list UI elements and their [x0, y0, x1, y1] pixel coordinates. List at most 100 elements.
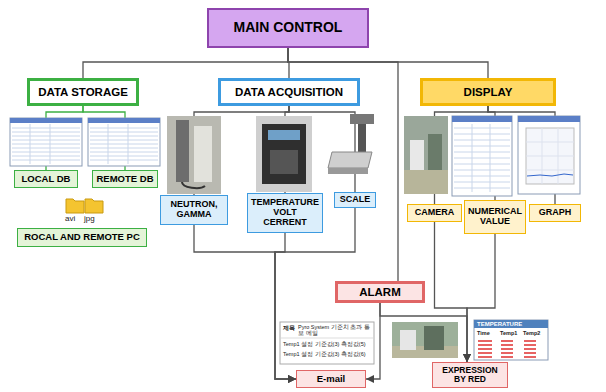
- neutron-detector-photo-part: [176, 120, 189, 182]
- remote-db-screenshot-part: [88, 118, 160, 166]
- lab-photo: [392, 322, 458, 358]
- text-group: DISPLAY: [464, 86, 513, 99]
- file-type-label: jpg: [84, 215, 95, 224]
- item-box: GRAPH: [529, 204, 581, 222]
- file-type-label: avi: [65, 215, 75, 224]
- camera-photo: [404, 116, 448, 194]
- text-group: REMOTE DB: [97, 174, 154, 184]
- table-title: TEMPERATURE: [477, 321, 522, 328]
- text-group: ROCAL AND REMOTE PC: [24, 232, 140, 242]
- main-control-box: MAIN CONTROL: [207, 8, 369, 48]
- item-box: NUMERICAL VALUE: [464, 200, 526, 234]
- text-group: EXPRESSION BY RED: [436, 366, 504, 385]
- box-label: DATA ACQUISITION: [235, 86, 343, 99]
- text-group: SCALE: [340, 195, 371, 205]
- item-box: REMOTE DB: [92, 170, 158, 188]
- text-group: MAIN CONTROL: [234, 20, 343, 35]
- email-screenshot: [280, 322, 374, 364]
- scale-picture-part: [328, 152, 372, 168]
- item-box: EXPRESSION BY RED: [432, 362, 508, 388]
- temperature-device-photo: [256, 116, 312, 192]
- category-box: DATA STORAGE: [27, 78, 139, 106]
- table-header: Temp1: [500, 330, 517, 336]
- email-field-name: 제목: [283, 325, 295, 331]
- numerical-table-screenshot: [452, 116, 512, 196]
- box-label: TEMPERATURE VOLT CERRENT: [251, 198, 319, 228]
- neutron-detector-photo: [167, 116, 221, 194]
- box-label: SCALE: [340, 195, 371, 205]
- local-db-screenshot-part: [10, 118, 82, 166]
- email-subject: Pyro System 기준치 초과 통보 메일: [298, 324, 372, 336]
- item-box: TEMPERATURE VOLT CERRENT: [247, 193, 323, 233]
- box-label: ALARM: [359, 286, 401, 299]
- graph-screenshot-part: [518, 116, 580, 122]
- box-label: GRAPH: [539, 208, 572, 218]
- box-label: DATA STORAGE: [38, 86, 128, 99]
- email-screenshot-part: [280, 322, 374, 364]
- category-box: DISPLAY: [420, 78, 556, 106]
- box-label: NUMERICAL VALUE: [468, 207, 522, 227]
- text-group: LOCAL DB: [22, 174, 71, 184]
- camera-photo-part: [428, 134, 442, 170]
- graph-screenshot-part: [527, 174, 573, 176]
- remote-db-screenshot-part: [90, 124, 158, 164]
- email-screenshot-part: [281, 338, 373, 339]
- item-box: SCALE: [334, 192, 376, 208]
- neutron-detector-photo-part: [167, 116, 221, 194]
- email-body-line: Temp1 설정 기준값(3) 측정값(6): [283, 351, 372, 357]
- scale-picture-part: [358, 124, 366, 154]
- camera-photo-part: [404, 116, 448, 194]
- alarm-box: ALARM: [335, 281, 425, 303]
- text-group: GRAPH: [539, 208, 572, 218]
- box-label: REMOTE DB: [97, 174, 154, 184]
- text-group: DATA STORAGE: [38, 86, 128, 99]
- temperature-table-screenshot-part: [478, 341, 536, 357]
- local-db-screenshot: [10, 118, 82, 166]
- folder-icon-part: [66, 199, 84, 213]
- item-box: CAMERA: [407, 204, 462, 222]
- text-group: E-mail: [317, 374, 346, 384]
- lab-photo-part: [424, 326, 444, 350]
- scale-picture-part: [350, 114, 374, 124]
- graph-screenshot: [518, 116, 580, 194]
- box-label: EXPRESSION BY RED: [436, 366, 504, 385]
- box-label: ROCAL AND REMOTE PC: [24, 232, 140, 242]
- connector: [83, 48, 288, 78]
- local-db-screenshot-part: [12, 124, 80, 164]
- neutron-detector-photo-part: [182, 182, 205, 188]
- email-body-line: Temp1 설정 기준값(3) 측정값(5): [283, 341, 372, 347]
- item-box: ROCAL AND REMOTE PC: [17, 228, 147, 247]
- temperature-device-photo-part: [268, 130, 300, 140]
- scale-picture: [328, 114, 374, 174]
- lab-photo-part: [400, 330, 416, 350]
- temperature-device-photo-part: [256, 116, 312, 192]
- text-group: ALARM: [359, 286, 401, 299]
- camera-photo-part: [410, 140, 424, 170]
- folder-icon-part: [85, 199, 103, 213]
- lab-photo-part: [392, 322, 458, 358]
- text-group: NUMERICAL VALUE: [468, 207, 522, 227]
- text-group: NEUTRON, GAMMA: [164, 200, 224, 220]
- box-label: MAIN CONTROL: [234, 20, 343, 35]
- box-label: E-mail: [317, 374, 346, 384]
- item-box: E-mail: [296, 370, 366, 388]
- text-group: TEMPERATURE VOLT CERRENT: [251, 198, 319, 228]
- temperature-table-screenshot-part: [474, 320, 548, 328]
- numerical-table-screenshot-part: [452, 116, 512, 122]
- temperature-table-screenshot: [474, 320, 548, 360]
- box-label: DISPLAY: [464, 86, 513, 99]
- text-group: CAMERA: [415, 208, 455, 218]
- numerical-table-screenshot-part: [452, 116, 512, 196]
- folder-icon: [66, 199, 103, 213]
- scale-picture-part: [328, 168, 368, 174]
- box-label: CAMERA: [415, 208, 455, 218]
- temperature-device-photo-part: [262, 124, 306, 184]
- remote-db-screenshot-part: [88, 118, 160, 123]
- item-box: NEUTRON, GAMMA: [160, 195, 228, 225]
- graph-screenshot-part: [518, 116, 580, 194]
- temperature-device-photo-part: [270, 150, 298, 174]
- temperature-table-screenshot-part: [474, 320, 548, 360]
- camera-photo-part: [404, 170, 448, 194]
- connector: [380, 303, 467, 362]
- numerical-table-screenshot-part: [454, 124, 510, 192]
